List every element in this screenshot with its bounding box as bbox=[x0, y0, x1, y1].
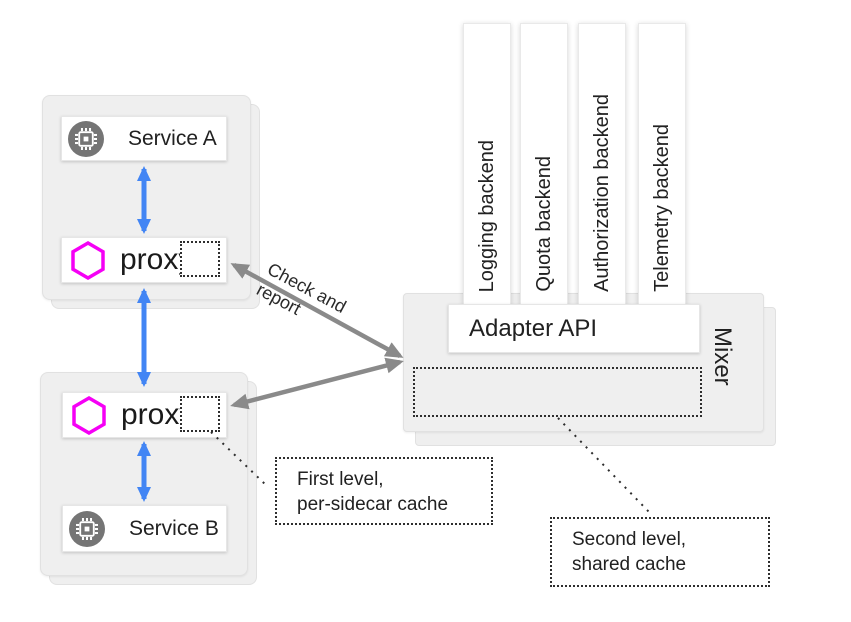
proxy-b-cache-slot bbox=[180, 396, 220, 432]
proxy-hexagon-icon bbox=[71, 240, 105, 280]
service-b-box: Service B bbox=[62, 505, 227, 552]
authorization-backend-label: Authorization backend bbox=[590, 94, 613, 292]
authorization-backend-box: Authorization backend bbox=[578, 23, 626, 305]
proxy-hexagon-icon bbox=[72, 395, 106, 435]
telemetry-backend-box: Telemetry backend bbox=[638, 23, 686, 305]
service-chip-icon bbox=[68, 120, 104, 157]
service-a-box: Service A bbox=[61, 116, 227, 161]
service-chip-icon bbox=[69, 510, 105, 547]
adapter-api-label: Adapter API bbox=[469, 314, 598, 342]
logging-backend-label: Logging backend bbox=[475, 139, 498, 292]
service-a-label: Service A bbox=[128, 126, 217, 150]
mixer-label: Mixer bbox=[709, 327, 736, 386]
arrow-mixer-proxy-b bbox=[230, 357, 404, 410]
quota-backend-label: Quota backend bbox=[532, 156, 555, 292]
adapter-api-box: Adapter API bbox=[448, 304, 700, 353]
second-level-cache-callout: Second level, shared cache bbox=[550, 517, 770, 587]
first-level-cache-callout: First level, per-sidecar cache bbox=[275, 457, 493, 525]
check-and-report-label: Check and report bbox=[253, 258, 350, 319]
logging-backend-box: Logging backend bbox=[463, 23, 511, 305]
telemetry-backend-label: Telemetry backend bbox=[650, 124, 673, 292]
service-b-label: Service B bbox=[129, 516, 219, 540]
proxy-a-cache-slot bbox=[180, 241, 220, 277]
quota-backend-box: Quota backend bbox=[520, 23, 568, 305]
mixer-shared-cache-slot bbox=[413, 367, 702, 417]
